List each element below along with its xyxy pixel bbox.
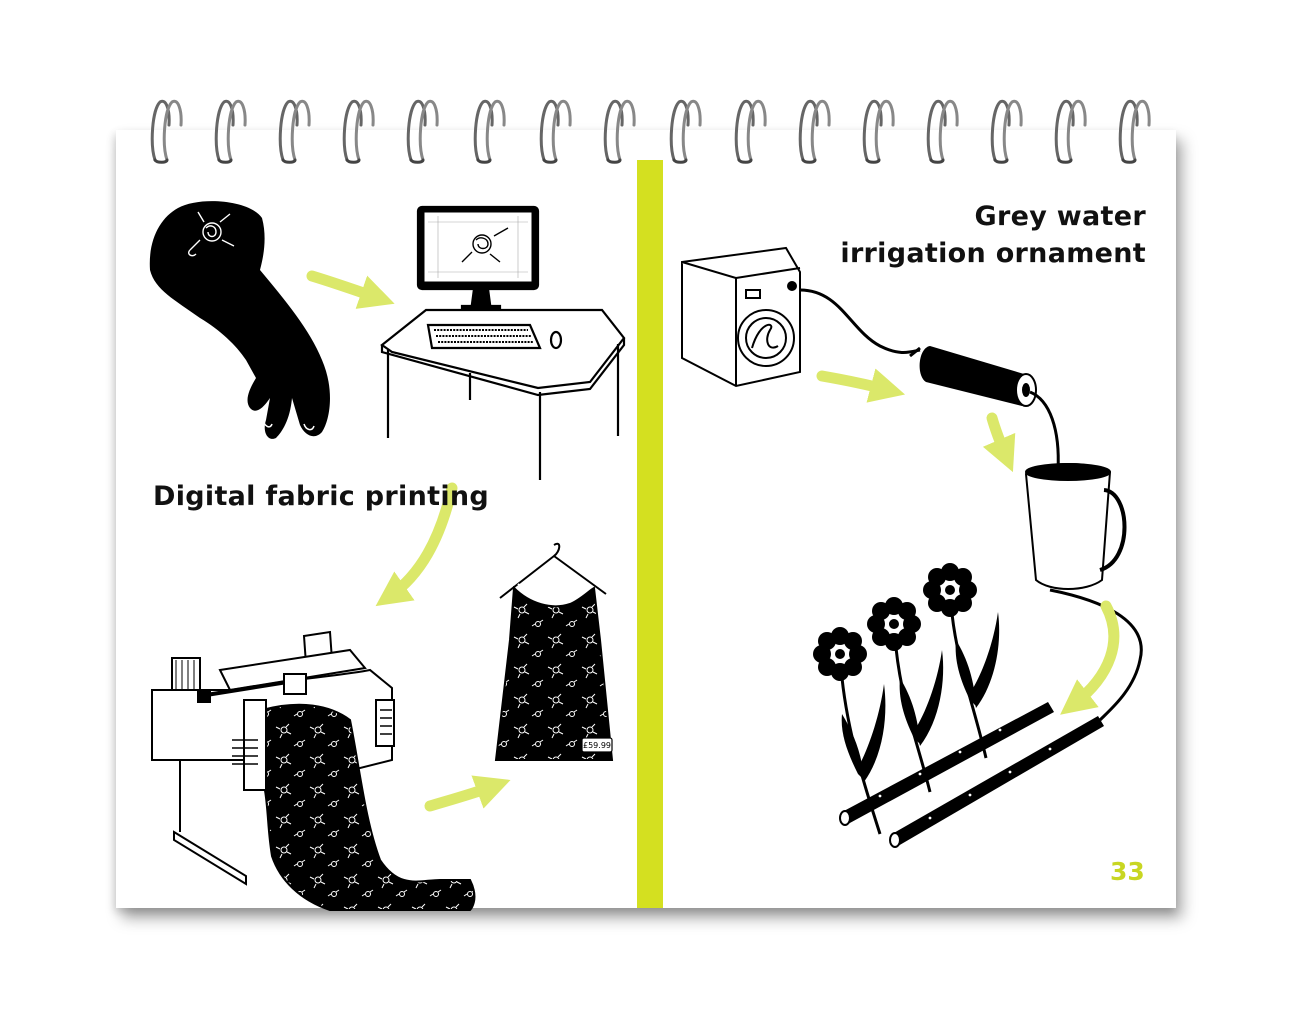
right-page-title-line1: Grey water [974, 201, 1146, 232]
flower-icon [923, 563, 1000, 759]
water-jug [1024, 463, 1127, 590]
price-tag-label: £59.99 [583, 741, 611, 750]
flower-icon [867, 597, 944, 793]
spiral-ring [669, 99, 702, 164]
spiral-ring [926, 99, 959, 164]
spiral-ring [473, 99, 506, 164]
spiral-ring [990, 99, 1023, 164]
spiral-ring [342, 99, 375, 164]
page-divider-stripe [637, 160, 663, 908]
right-page-title-line2: irrigation ornament [840, 238, 1146, 269]
rose-tattoo-icon [187, 211, 235, 257]
arrow-machine-to-tank [816, 368, 906, 403]
arrow-arm-to-computer [306, 270, 395, 309]
price-tag [581, 737, 613, 753]
spiral-ring [862, 99, 895, 164]
spiral-ring [214, 99, 247, 164]
spiral-ring [734, 99, 767, 164]
flow-arrows-left [306, 270, 511, 812]
spiral-ring [278, 99, 311, 164]
spiral-ring [406, 99, 439, 164]
arrow-fabric-to-dress [424, 775, 511, 812]
washing-machine [681, 246, 801, 388]
left-page-title: Digital fabric printing [153, 481, 490, 512]
spiral-ring [150, 99, 183, 164]
hanger-icon [499, 542, 607, 599]
tattooed-arm [149, 201, 330, 439]
dress-on-hanger: £59.99 [494, 542, 614, 761]
spiral-ring [1054, 99, 1087, 164]
flow-arrows-right [816, 368, 1120, 715]
keyboard-icon [426, 323, 542, 350]
spiral-ring [603, 99, 636, 164]
spiral-ring [798, 99, 831, 164]
irrigation-pipes [839, 702, 1104, 848]
page-number: 33 [1110, 857, 1145, 886]
irrigation-hose [1049, 588, 1143, 722]
arrow-jug-to-pipe [1060, 600, 1120, 715]
printed-fabric [256, 703, 476, 911]
rose-design-icon [461, 227, 509, 263]
mouse-icon [549, 330, 563, 350]
spiral-ring [1118, 99, 1151, 164]
flower-icon [813, 627, 886, 835]
arrow-tank-to-jug [982, 412, 1016, 473]
water-tank [909, 346, 1037, 407]
fabric-printer [151, 630, 476, 911]
arrow-computer-to-printer [375, 482, 458, 607]
spiral-ring [539, 99, 572, 164]
water-stream [1029, 390, 1060, 471]
computer-desk [380, 205, 626, 480]
drain-hose [799, 288, 921, 354]
spiral-binding [150, 99, 1151, 164]
